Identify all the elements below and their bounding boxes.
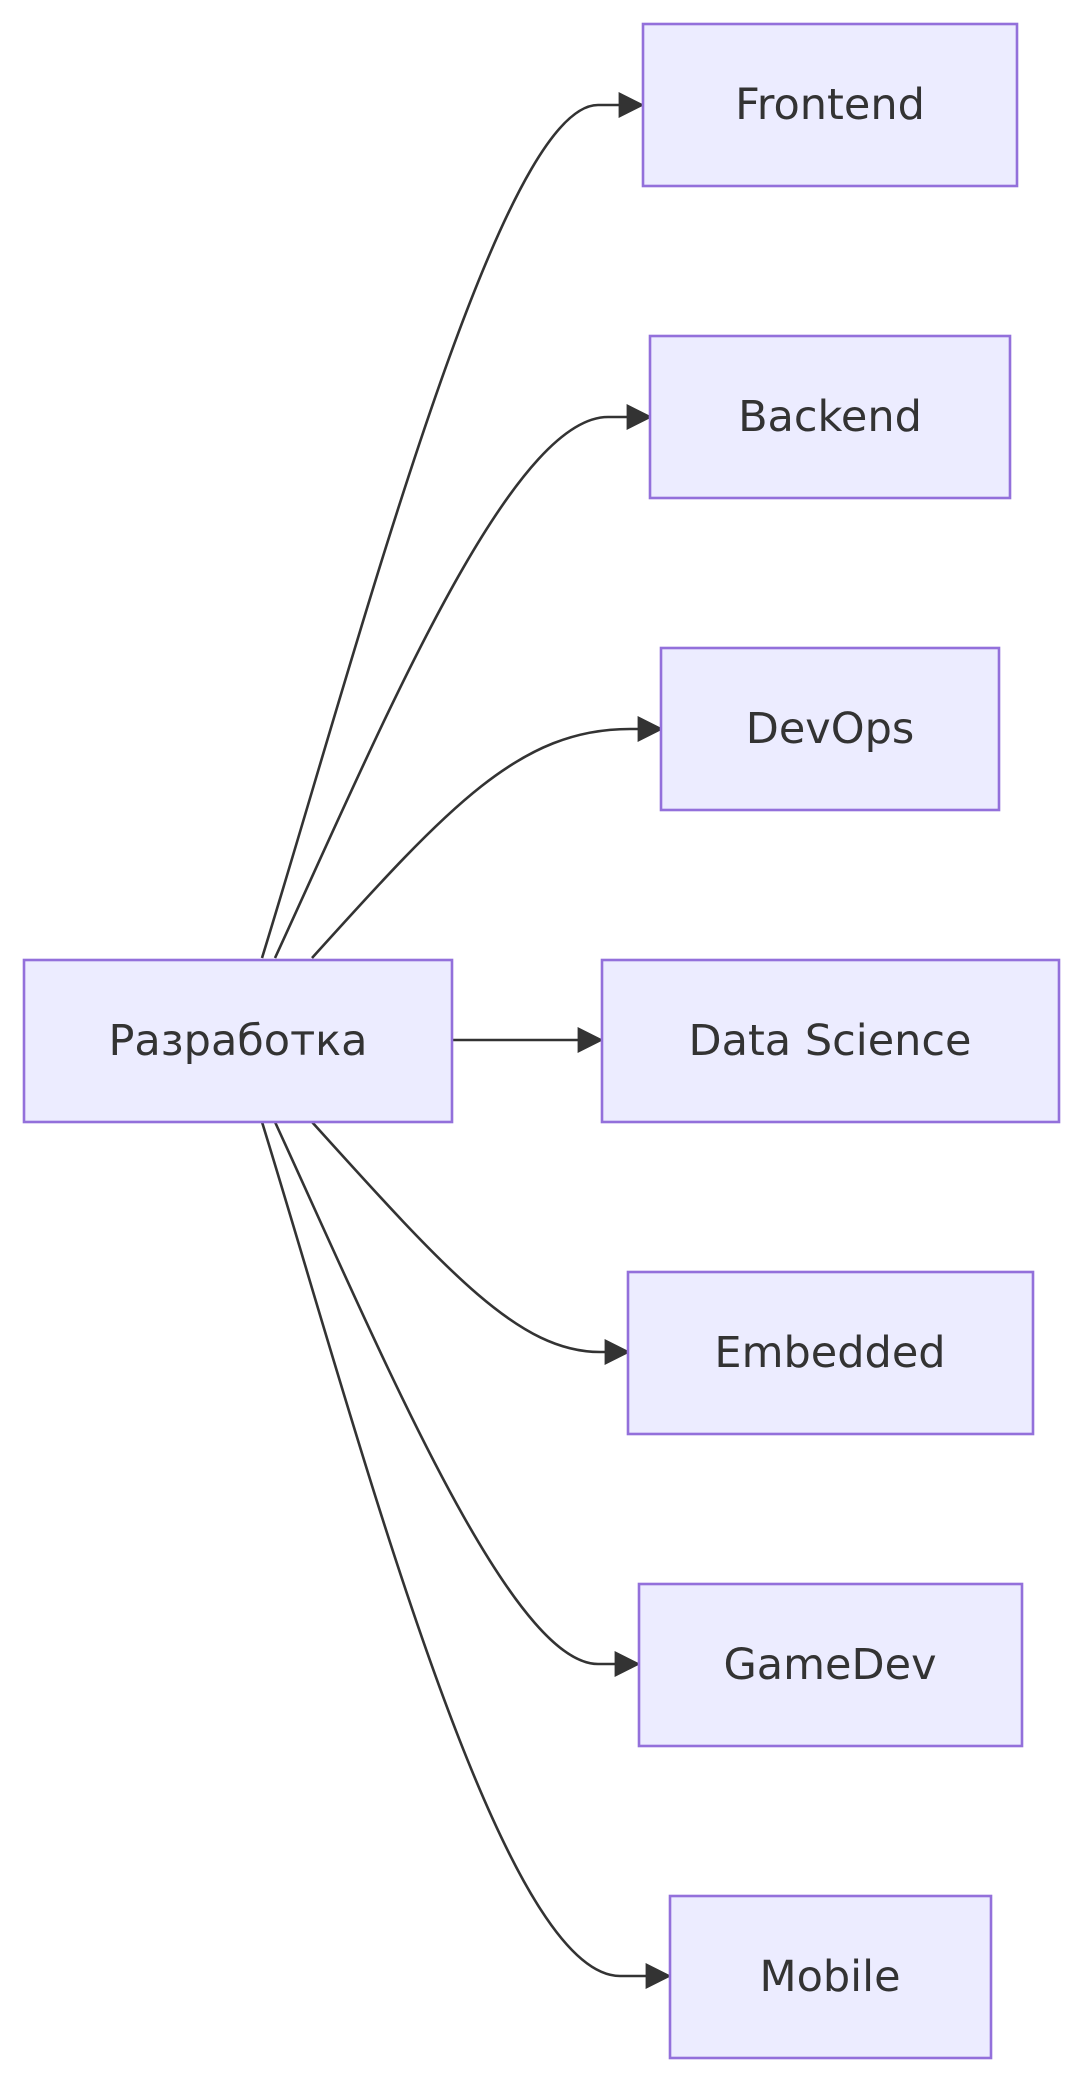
node-embedded-label: Embedded bbox=[714, 1328, 945, 1378]
edge-root-devops bbox=[311, 716, 664, 959]
edge-root-frontend bbox=[260, 92, 645, 959]
node-root: Разработка bbox=[22, 958, 454, 1124]
node-root-box bbox=[22, 958, 454, 1124]
node-data-science: Data Science bbox=[600, 958, 1061, 1124]
node-gamedev-label: GameDev bbox=[723, 1640, 936, 1690]
node-gamedev-box bbox=[637, 1582, 1024, 1748]
node-data-science-label: Data Science bbox=[688, 1016, 971, 1066]
node-backend-box bbox=[648, 334, 1012, 500]
edge-root-backend bbox=[273, 404, 653, 959]
node-devops-label: DevOps bbox=[746, 704, 915, 754]
node-frontend-label: Frontend bbox=[735, 80, 925, 130]
node-devops-box bbox=[659, 646, 1001, 812]
node-frontend: Frontend bbox=[641, 22, 1019, 188]
node-root-label: Разработка bbox=[109, 1016, 368, 1066]
node-backend-label: Backend bbox=[738, 392, 922, 442]
node-mobile-label: Mobile bbox=[759, 1952, 900, 2002]
edge-root-gamedev bbox=[273, 1121, 641, 1677]
node-embedded: Embedded bbox=[626, 1270, 1035, 1436]
edges bbox=[260, 92, 672, 1989]
node-devops: DevOps bbox=[659, 646, 1001, 812]
node-embedded-box bbox=[626, 1270, 1035, 1436]
node-mobile: Mobile bbox=[668, 1894, 993, 2060]
edge-root-mobile bbox=[260, 1121, 672, 1989]
node-data-science-box bbox=[600, 958, 1061, 1124]
node-mobile-box bbox=[668, 1894, 993, 2060]
node-frontend-box bbox=[641, 22, 1019, 188]
node-gamedev: GameDev bbox=[637, 1582, 1024, 1748]
edge-root-embedded bbox=[311, 1121, 631, 1365]
node-backend: Backend bbox=[648, 334, 1012, 500]
